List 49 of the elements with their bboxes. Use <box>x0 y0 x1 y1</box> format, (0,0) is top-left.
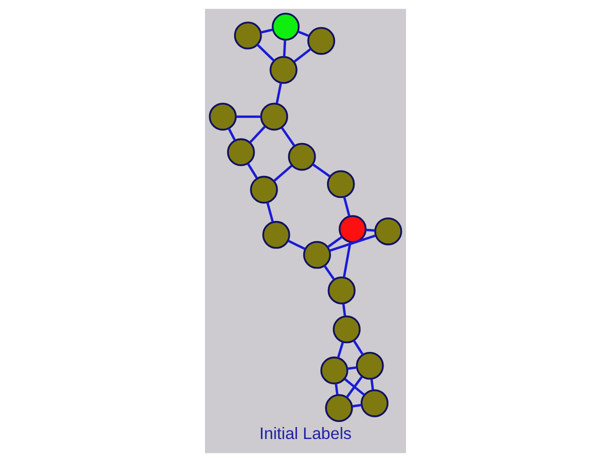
connector <box>297 30 309 38</box>
node-circle <box>260 102 288 131</box>
connector <box>370 379 374 390</box>
connector <box>311 163 330 178</box>
node-circle <box>269 56 297 84</box>
connector <box>287 240 306 250</box>
connector <box>352 404 362 408</box>
node-circle <box>250 176 278 204</box>
connector <box>280 127 295 146</box>
node-circle <box>355 352 384 380</box>
node-circle <box>324 394 352 422</box>
node-circle <box>262 220 290 249</box>
connector <box>227 128 236 142</box>
connector <box>282 40 286 57</box>
connector <box>266 202 274 222</box>
node-circle <box>234 22 262 50</box>
connector <box>346 366 356 370</box>
connector <box>293 48 312 63</box>
connector <box>326 236 342 248</box>
connector <box>342 303 346 316</box>
caption: Initial Labels <box>258 424 352 444</box>
node-circle <box>271 12 300 41</box>
node-circle <box>326 170 354 198</box>
connector <box>246 162 258 179</box>
connector <box>365 228 375 232</box>
connector <box>275 82 282 104</box>
node-circle <box>338 215 366 243</box>
node-circle <box>327 276 356 304</box>
node-circle <box>320 356 348 384</box>
node-circle <box>374 217 402 246</box>
node-circle <box>302 240 330 269</box>
connector <box>236 115 260 118</box>
connector <box>260 28 273 34</box>
connector <box>342 196 350 217</box>
node-circle <box>306 26 335 55</box>
node-circle <box>360 389 388 418</box>
connector <box>323 264 335 280</box>
connector <box>256 44 274 62</box>
node-circle <box>226 138 254 166</box>
connector <box>328 234 376 252</box>
connector <box>352 340 364 356</box>
node-circle <box>208 102 236 131</box>
connector <box>342 242 351 278</box>
connector <box>334 383 338 396</box>
connector <box>248 126 266 144</box>
connector <box>272 164 292 182</box>
connector <box>336 342 344 358</box>
node-circle <box>332 315 360 344</box>
node-circle <box>288 142 316 171</box>
